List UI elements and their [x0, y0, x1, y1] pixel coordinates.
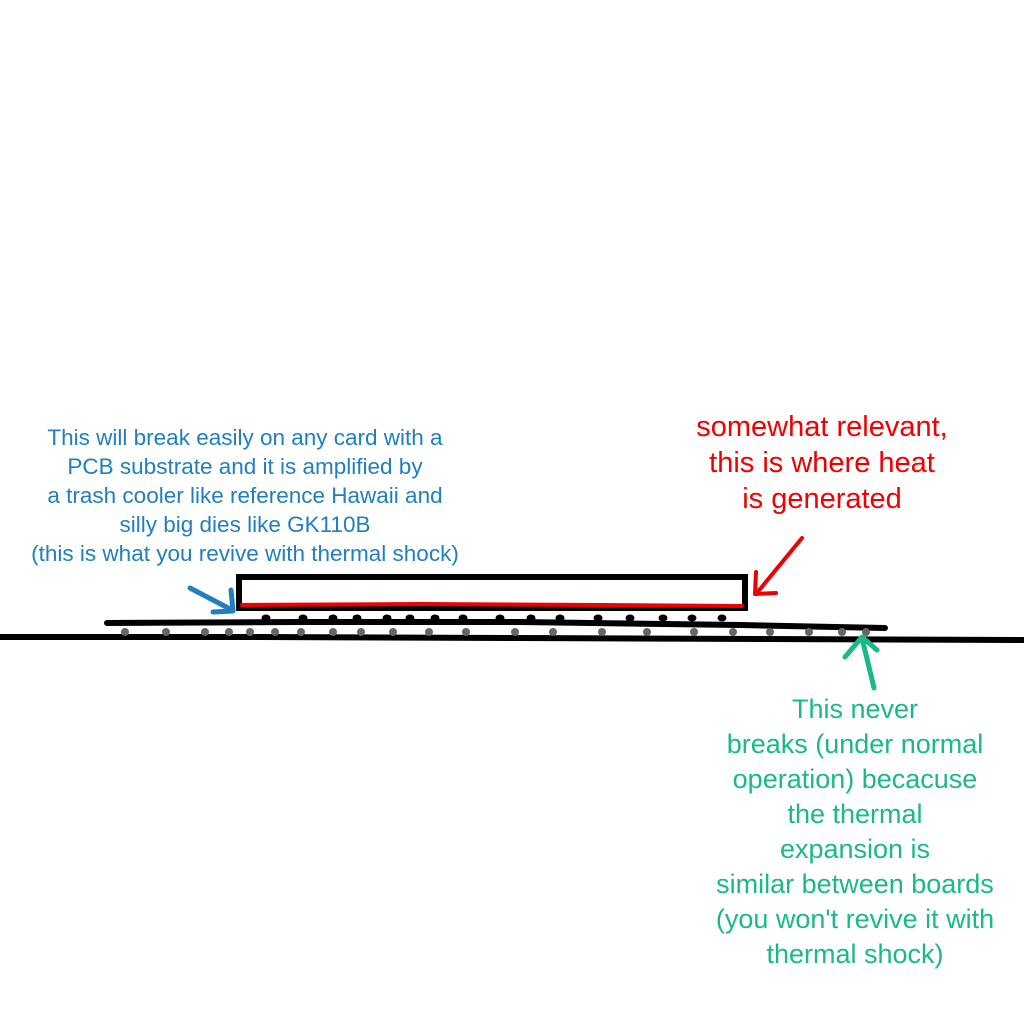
board-solder-ball — [201, 628, 209, 636]
board-joint-note: This never breaks (under normal operatio… — [715, 694, 995, 969]
board-solder-ball — [598, 628, 606, 636]
board-solder-ball — [766, 628, 774, 636]
die-bump — [658, 614, 668, 622]
die-bump — [298, 614, 308, 622]
die-bump — [405, 614, 415, 622]
die-bump — [430, 614, 440, 622]
board-solder-ball — [838, 628, 846, 636]
die-bump — [328, 614, 338, 622]
board-solder-ball — [271, 628, 279, 636]
board-solder-ball — [805, 628, 813, 636]
board-solder-ball — [643, 628, 651, 636]
board-solder-ball — [225, 628, 233, 636]
die-bump — [458, 614, 468, 622]
main-board-line — [0, 634, 1024, 643]
board-solder-ball — [862, 628, 870, 636]
heat-generation-line — [240, 601, 744, 608]
die-bump — [352, 614, 362, 622]
board-solder-ball — [246, 628, 254, 636]
die-bump-row — [261, 614, 727, 622]
blue-arrow-icon — [187, 585, 236, 615]
die-bump — [382, 614, 392, 622]
die-bump — [593, 614, 603, 622]
die-bump — [495, 614, 505, 622]
die-bump — [261, 614, 271, 622]
board-solder-ball — [329, 628, 337, 636]
board-solder-ball — [162, 628, 170, 636]
board-solder-ball-row — [121, 628, 870, 636]
die-bump — [526, 614, 536, 622]
board-solder-ball — [425, 628, 433, 636]
board-solder-ball — [549, 628, 557, 636]
die-bump — [555, 614, 565, 622]
heat-source-note: somewhat relevant, this is where heat is… — [696, 411, 948, 515]
substrate-joint-note: This will break easily on any card with … — [31, 425, 459, 566]
board-solder-ball — [121, 628, 129, 636]
board-solder-ball — [511, 628, 519, 636]
board-solder-ball — [462, 628, 470, 636]
board-solder-ball — [297, 628, 305, 636]
green-arrow-icon — [842, 634, 880, 691]
red-arrow-icon — [753, 536, 804, 596]
die-bump — [625, 614, 635, 622]
board-solder-ball — [389, 628, 397, 636]
board-solder-ball — [690, 628, 698, 636]
board-solder-ball — [357, 628, 365, 636]
board-solder-ball — [729, 628, 737, 636]
package-substrate-line — [104, 619, 888, 631]
die-bump — [687, 614, 697, 622]
die-bump — [717, 614, 727, 622]
